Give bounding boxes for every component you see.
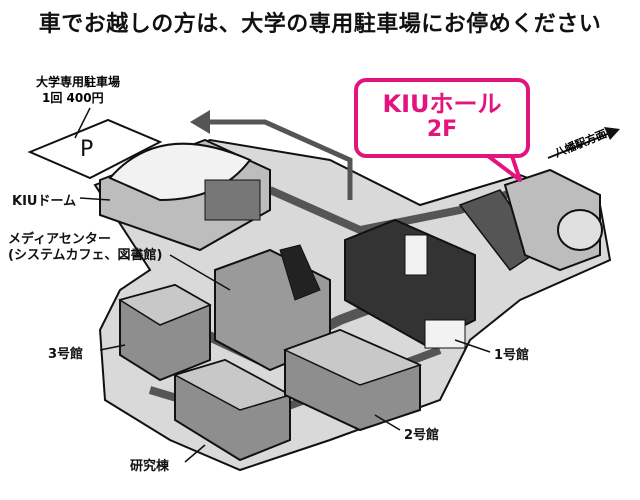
kiu-dome-windows xyxy=(204,179,261,221)
callout-line-2: 2F xyxy=(426,117,458,142)
bldg1-leader xyxy=(454,339,491,353)
kiu-hall-dome xyxy=(557,209,603,251)
parking-lot xyxy=(27,118,163,180)
parking-symbol: P xyxy=(80,137,94,162)
media-leader xyxy=(169,254,231,291)
label-building-3: 3号館 xyxy=(48,347,84,362)
callout-line-1: KIUホール xyxy=(382,90,502,118)
yawata-arrow-line xyxy=(547,132,611,159)
label-media-center: メディアセンター (システムカフェ、図書館) xyxy=(8,232,163,264)
route-line xyxy=(205,119,353,200)
label-building-2: 2号館 xyxy=(404,428,440,443)
parking-fee: 1回 400円 xyxy=(42,91,104,105)
label-research-building: 研究棟 xyxy=(130,459,170,474)
building-1 xyxy=(344,218,476,347)
parking-info: 大学専用駐車場 1回 400円 xyxy=(36,74,120,106)
building-1-lower xyxy=(424,319,466,349)
parking-pointer xyxy=(74,107,91,139)
media-center-top xyxy=(279,244,321,301)
label-building-1: 1号館 xyxy=(494,348,530,363)
page-title: 車でお越しの方は、大学の専用駐車場にお停めください xyxy=(38,12,602,37)
bldg2-leader xyxy=(374,414,401,431)
building-2-top xyxy=(283,329,423,386)
label-media-center-line2: (システムカフェ、図書館) xyxy=(8,248,163,263)
parking-label: 大学専用駐車場 xyxy=(36,75,121,89)
label-media-center-line1: メディアセンター xyxy=(8,232,111,247)
arrow-right-icon xyxy=(604,127,620,140)
building-1-block xyxy=(404,234,428,276)
dome-leader xyxy=(79,197,111,201)
arrow-left-icon xyxy=(190,110,210,134)
bldg3-leader xyxy=(99,344,126,351)
research-leader xyxy=(184,444,206,463)
building-3-top xyxy=(118,284,212,326)
kiu-hall-callout: KIUホール 2F xyxy=(354,78,530,158)
label-kiu-dome: KIUドーム xyxy=(12,194,77,209)
